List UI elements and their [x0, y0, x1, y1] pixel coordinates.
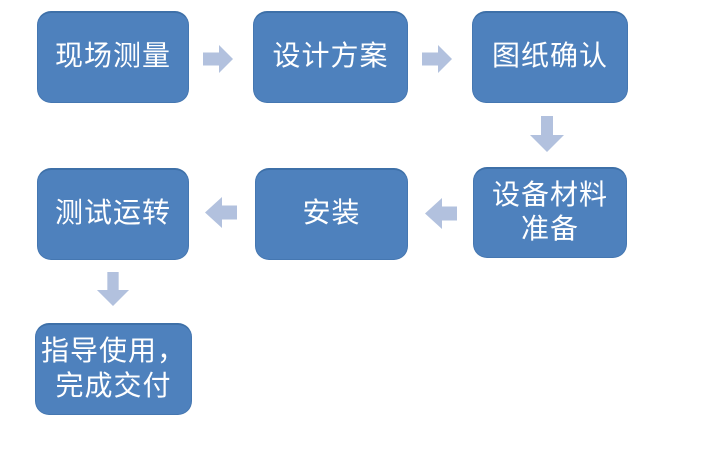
node-label: 图纸确认: [491, 41, 608, 73]
node-label: 现场测量: [54, 41, 171, 73]
node-label: 安装: [302, 198, 361, 230]
node-label: 设备材料 准备: [491, 179, 608, 245]
flow-node-delivery: 指导使用， 完成交付: [35, 323, 192, 415]
flow-node-test-run: 测试运转: [37, 168, 189, 260]
flow-node-drawing-confirm: 图纸确认: [472, 11, 628, 103]
node-label: 设计方案: [272, 41, 389, 73]
flow-node-design-plan: 设计方案: [253, 11, 408, 103]
arrow-down-icon: [530, 116, 564, 152]
node-label: 指导使用， 完成交付: [40, 336, 186, 402]
arrow-down-icon: [96, 272, 130, 306]
flow-node-installation: 安装: [255, 168, 408, 260]
flow-node-site-measurement: 现场测量: [37, 11, 189, 103]
flow-node-material-prep: 设备材料 准备: [473, 167, 627, 258]
arrow-left-icon: [425, 198, 457, 229]
arrow-right-icon: [203, 45, 233, 73]
arrow-left-icon: [205, 197, 237, 228]
arrow-right-icon: [422, 45, 452, 73]
node-label: 测试运转: [54, 198, 171, 230]
